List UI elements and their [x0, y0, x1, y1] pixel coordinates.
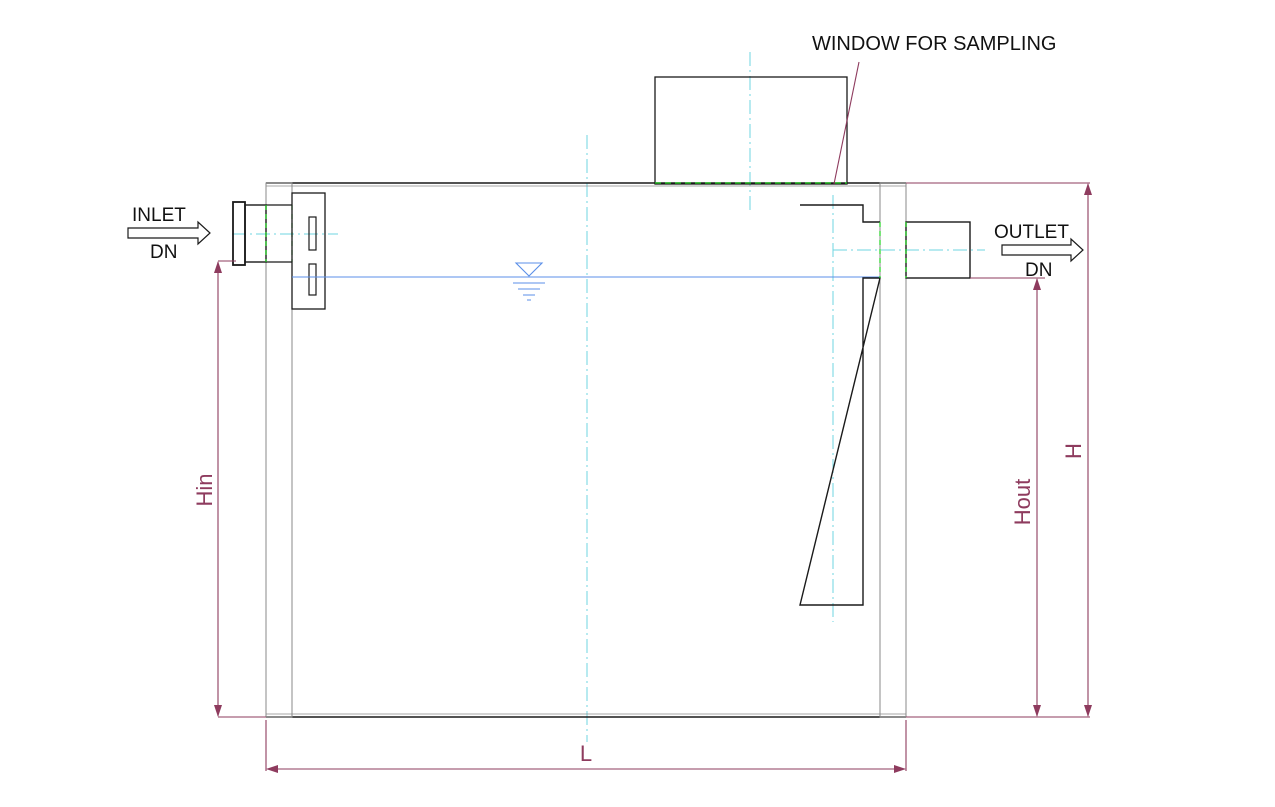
dim-label-hin: Hin — [192, 473, 217, 506]
inlet-label: INLET — [132, 205, 186, 226]
outlet-dip-pipe — [799, 204, 881, 606]
tank-body — [265, 182, 907, 718]
outlet-assembly — [799, 204, 971, 606]
water-level-symbol — [514, 262, 544, 277]
window-callout: WINDOW FOR SAMPLING — [812, 33, 1056, 185]
centerlines — [232, 52, 985, 742]
tank-left-wall — [265, 182, 293, 718]
dim-label-hout: Hout — [1010, 479, 1035, 525]
inlet-deflector-box — [291, 192, 326, 310]
inlet-deflector-slot-lower — [308, 263, 317, 296]
outlet-label: OUTLET — [994, 222, 1069, 243]
window-leader-line — [833, 61, 860, 185]
dim-label-length: L — [580, 741, 592, 766]
outlet-hidden-through-wall — [879, 222, 907, 278]
manhole-chimney — [654, 76, 848, 185]
inlet-assembly — [232, 192, 326, 310]
window-label: WINDOW FOR SAMPLING — [812, 33, 1056, 55]
water-level — [292, 262, 880, 301]
outlet-dn-label: DN — [1025, 260, 1052, 281]
inlet-dn-label: DN — [150, 242, 177, 263]
inlet-deflector-slot-upper — [308, 216, 317, 251]
outlet-callout: OUTLET DN — [994, 222, 1084, 281]
tank-right-wall — [879, 182, 907, 718]
inlet-arrow — [127, 220, 211, 246]
dimensions — [214, 182, 1092, 773]
manhole — [654, 76, 848, 185]
inlet-callout: INLET DN — [127, 205, 211, 263]
outlet-arrow — [1001, 237, 1084, 263]
dim-label-h: H — [1061, 443, 1086, 459]
